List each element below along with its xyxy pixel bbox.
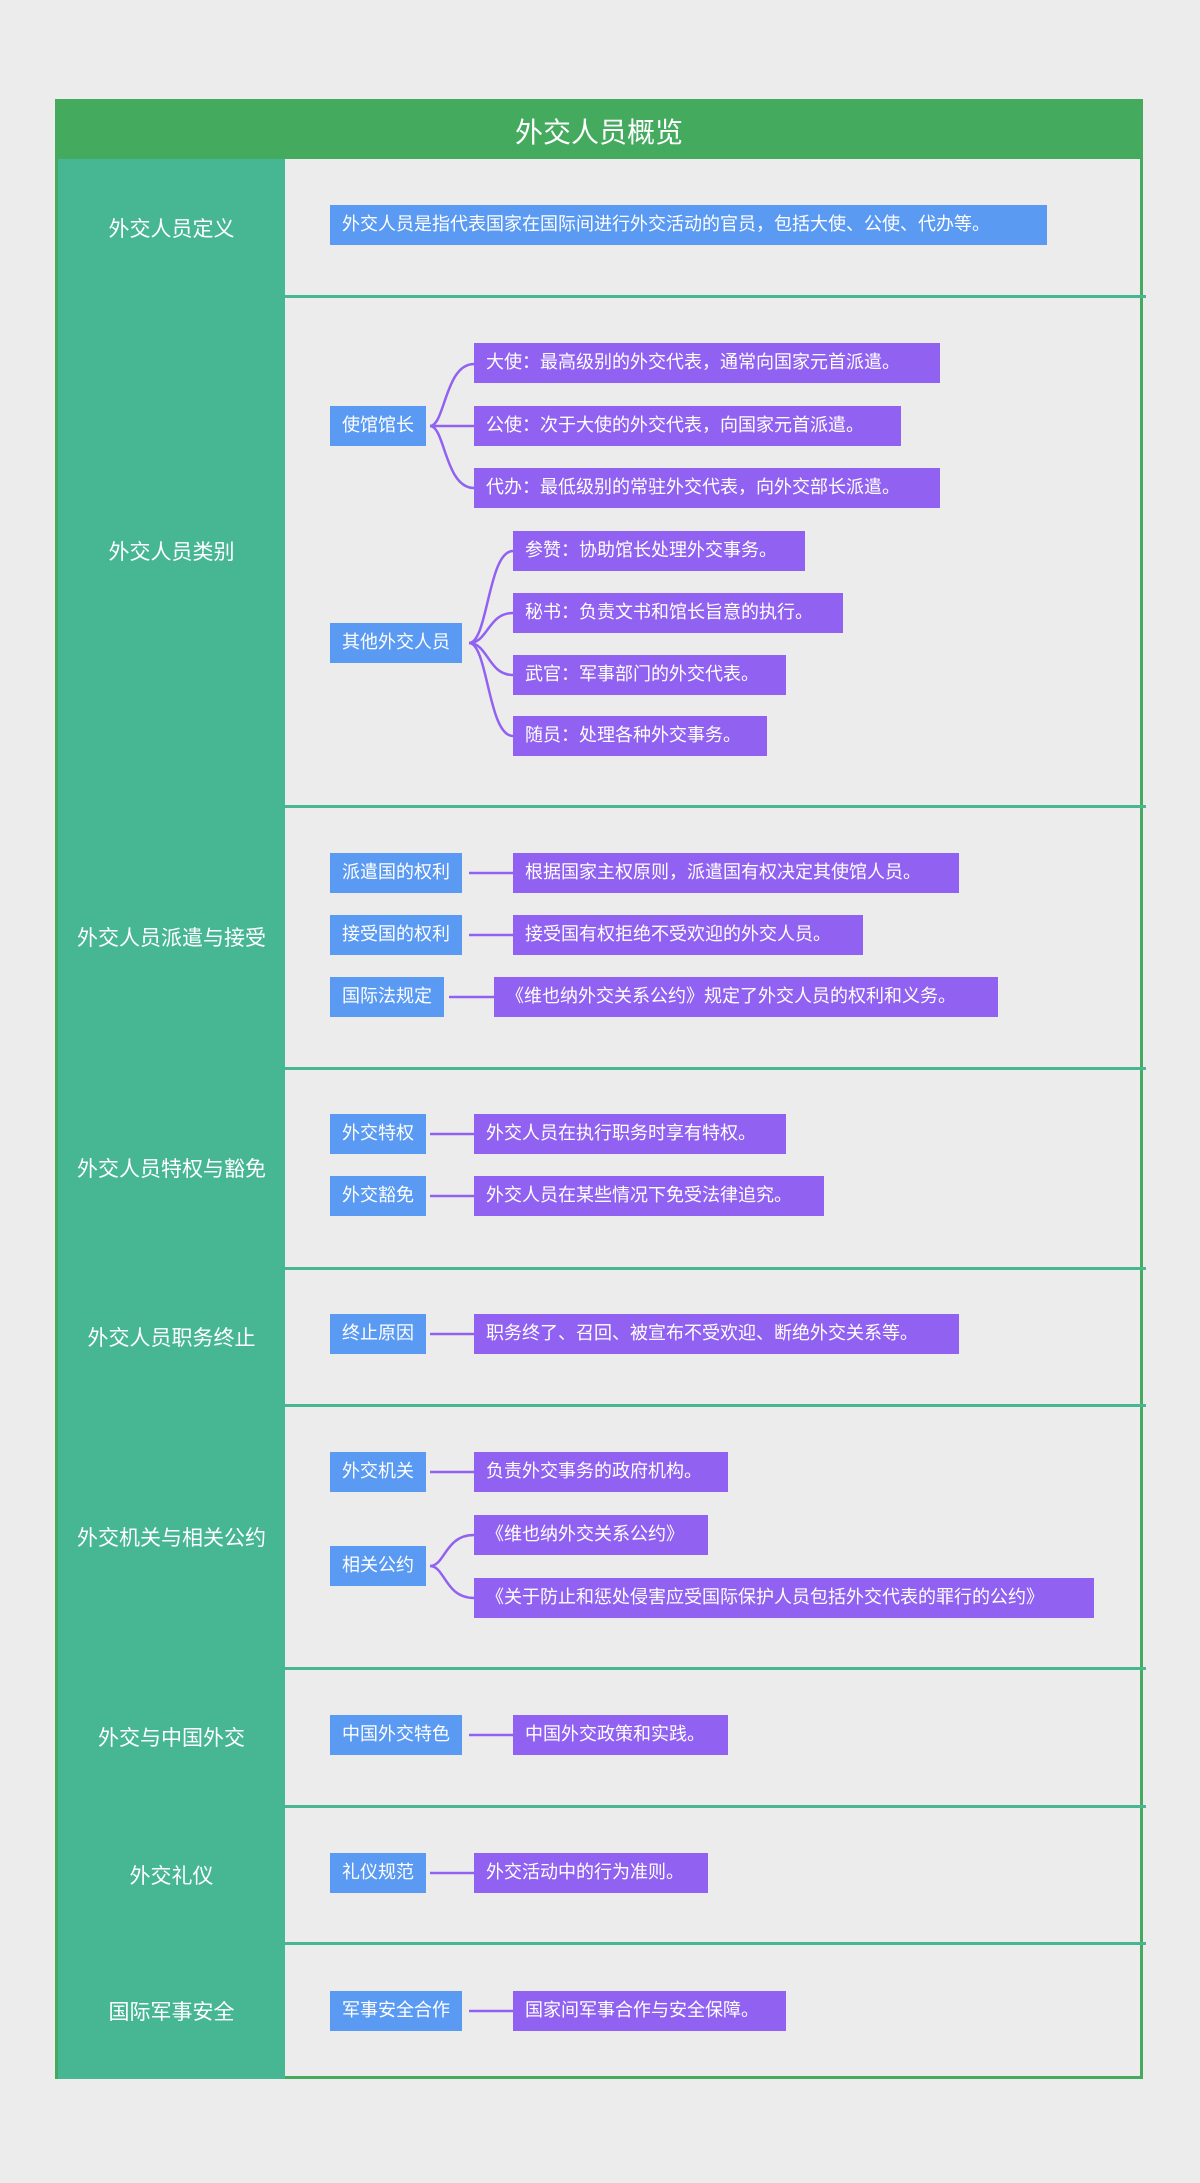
section-column xyxy=(58,159,285,2079)
node-china-features: 中国外交特色 xyxy=(330,1715,462,1755)
node-privilege-desc: 外交人员在执行职务时享有特权。 xyxy=(474,1114,786,1154)
node-termination: 终止原因 xyxy=(330,1314,426,1354)
section-label-security: 国际军事安全 xyxy=(108,2000,235,2024)
node-attache: 随员：处理各种外交事务。 xyxy=(513,716,767,756)
diagram-title: 外交人员概览 xyxy=(58,102,1140,159)
section-divider xyxy=(285,1667,1146,1670)
section-label-china: 外交与中国外交 xyxy=(98,1726,245,1750)
section-label-etiquette: 外交礼仪 xyxy=(129,1863,214,1888)
section-divider xyxy=(285,1267,1146,1270)
node-privilege: 外交特权 xyxy=(330,1114,426,1154)
node-immunity: 外交豁免 xyxy=(330,1176,426,1216)
section-divider xyxy=(285,805,1146,808)
section-divider xyxy=(285,1805,1146,1808)
node-immunity-desc: 外交人员在某些情况下免受法律追究。 xyxy=(474,1176,824,1216)
section-divider xyxy=(285,1942,1146,1945)
node-military-cooperation: 军事安全合作 xyxy=(330,1991,462,2031)
section-divider xyxy=(285,1404,1146,1407)
node-termination-desc: 职务终了、召回、被宣布不受欢迎、断绝外交关系等。 xyxy=(474,1314,959,1354)
node-china-features-desc: 中国外交政策和实践。 xyxy=(513,1715,728,1755)
node-etiquette: 礼仪规范 xyxy=(330,1853,426,1893)
node-convention-vienna: 《维也纳外交关系公约》 xyxy=(474,1515,708,1555)
section-label-organs: 外交机关与相关公约 xyxy=(77,1525,266,1550)
node-military-cooperation-desc: 国家间军事合作与安全保障。 xyxy=(513,1991,786,2031)
node-secretary: 秘书：负责文书和馆长旨意的执行。 xyxy=(513,593,843,633)
node-military-attache: 武官：军事部门的外交代表。 xyxy=(513,655,786,695)
node-minister: 公使：次于大使的外交代表，向国家元首派遣。 xyxy=(474,406,901,446)
node-etiquette-desc: 外交活动中的行为准则。 xyxy=(474,1853,708,1893)
node-other-staff: 其他外交人员 xyxy=(330,623,462,663)
node-receiving-right: 接受国的权利 xyxy=(330,915,462,955)
node-organs-desc: 负责外交事务的政府机构。 xyxy=(474,1452,728,1492)
node-conventions: 相关公约 xyxy=(330,1546,426,1586)
node-intl-law: 国际法规定 xyxy=(330,977,444,1017)
node-convention-protection: 《关于防止和惩处侵害应受国际保护人员包括外交代表的罪行的公约》 xyxy=(474,1578,1094,1618)
node-organs: 外交机关 xyxy=(330,1452,426,1492)
node-sending-right: 派遣国的权利 xyxy=(330,853,462,893)
section-label-definition: 外交人员定义 xyxy=(108,216,235,241)
node-receiving-right-desc: 接受国有权拒绝不受欢迎的外交人员。 xyxy=(513,915,863,955)
section-label-privileges: 外交人员特权与豁免 xyxy=(77,1157,266,1181)
section-divider xyxy=(285,1067,1146,1070)
mindmap-frame: 外交人员概览 外交人员定义 外交人员类别 外交人员派遣与接受 外交人员特权与豁免… xyxy=(55,99,1146,2079)
node-charge: 代办：最低级别的常驻外交代表，向外交部长派遣。 xyxy=(474,468,940,508)
node-counselor: 参赞：协助馆长处理外交事务。 xyxy=(513,531,805,571)
section-label-termination: 外交人员职务终止 xyxy=(87,1325,256,1350)
node-head-of-mission: 使馆馆长 xyxy=(330,406,426,446)
section-divider xyxy=(285,295,1146,298)
definition-node: 外交人员是指代表国家在国际间进行外交活动的官员，包括大使、公使、代办等。 xyxy=(330,205,1047,245)
section-label-dispatch: 外交人员派遣与接受 xyxy=(77,926,266,950)
node-intl-law-desc: 《维也纳外交关系公约》规定了外交人员的权利和义务。 xyxy=(494,977,998,1017)
node-sending-right-desc: 根据国家主权原则，派遣国有权决定其使馆人员。 xyxy=(513,853,959,893)
node-ambassador: 大使：最高级别的外交代表，通常向国家元首派遣。 xyxy=(474,343,940,383)
section-label-categories: 外交人员类别 xyxy=(108,540,235,564)
